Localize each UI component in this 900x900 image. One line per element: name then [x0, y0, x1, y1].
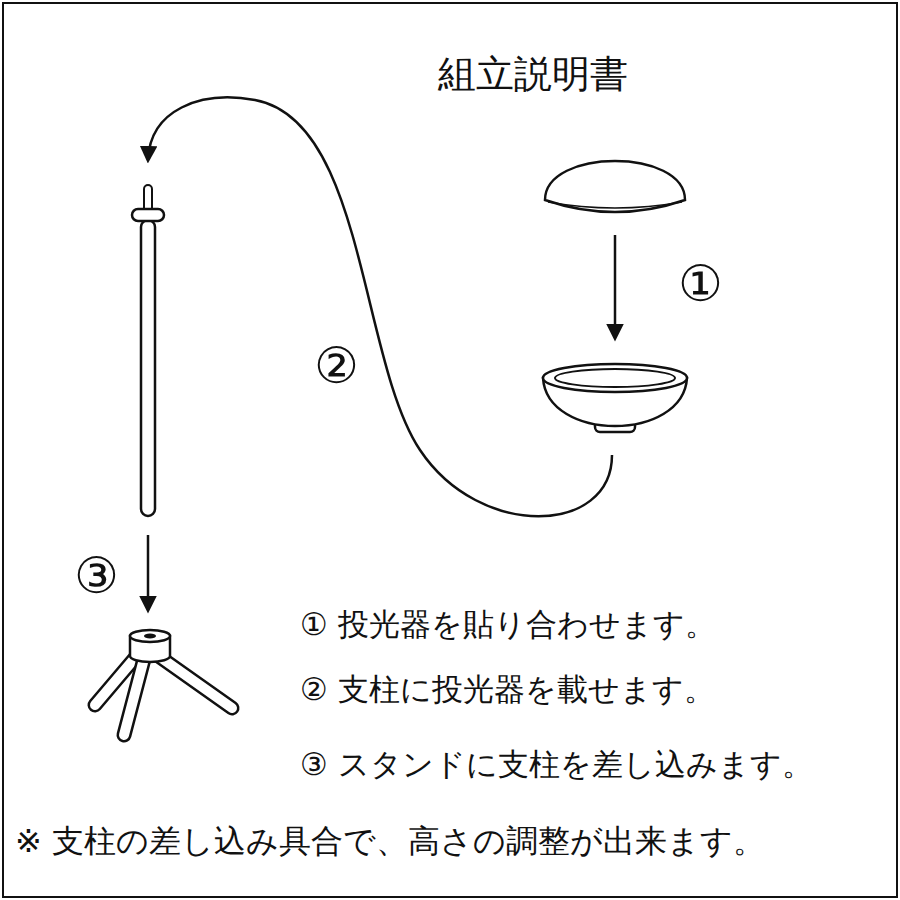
dome-part	[545, 161, 685, 212]
callout-number: ①	[678, 254, 723, 314]
dome-edge	[548, 202, 682, 208]
arrow-3	[147, 535, 150, 610]
note-text: ※ 支柱の差し込み具合で、高さの調整が出来ます。	[15, 822, 765, 860]
callout-number: ③	[74, 546, 119, 606]
frame	[3, 3, 897, 897]
callout-number: ②	[314, 336, 359, 396]
pole	[141, 220, 155, 516]
instruction-step: ① 投光器を貼り合わせます。	[300, 606, 716, 643]
instruction-step: ③ スタンドに支柱を差し込みます。	[300, 746, 813, 783]
page-title: 組立説明書	[438, 52, 628, 98]
stand-hole	[144, 634, 156, 639]
arrow-2	[148, 98, 612, 517]
bowl-inner	[555, 369, 675, 387]
instruction-step: ② 支柱に投光器を載せます。	[300, 671, 715, 708]
arrow-1	[614, 235, 617, 338]
pole-collar	[132, 209, 164, 221]
stand-hub-top	[130, 630, 170, 642]
bowl-rim	[543, 364, 687, 392]
stand-legs	[95, 650, 232, 735]
